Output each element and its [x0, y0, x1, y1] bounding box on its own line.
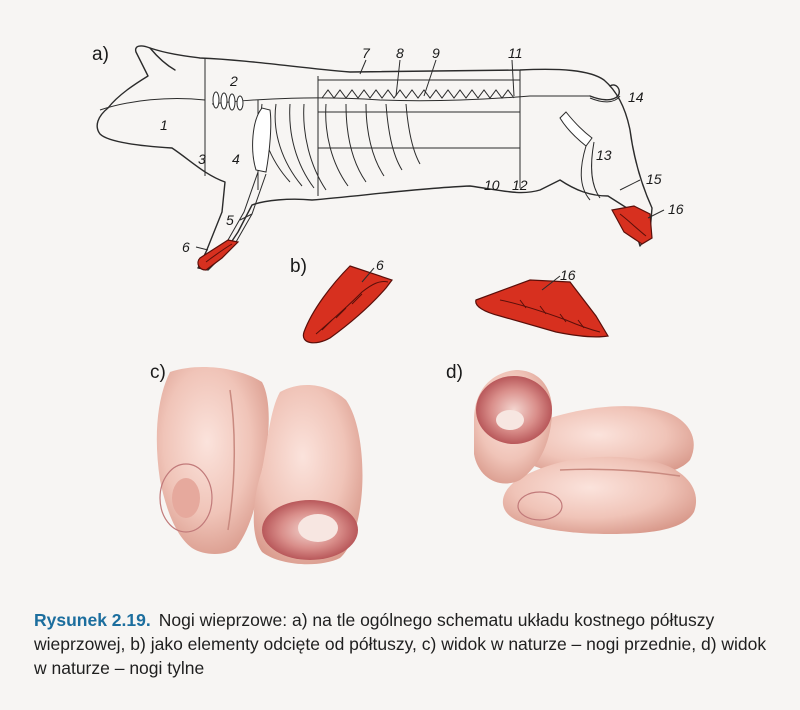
- pig-skeleton-diagram: [96, 45, 653, 271]
- part-number: 4: [232, 151, 240, 167]
- figure-caption: Rysunek 2.19.Nogi wieprzowe: a) na tle o…: [34, 608, 774, 680]
- part-number: 6: [182, 239, 190, 255]
- panel-label-a: a): [92, 44, 109, 65]
- part-number: 13: [596, 147, 612, 163]
- part-number: 10: [484, 177, 500, 193]
- part-number: 2: [229, 73, 238, 89]
- part-number: 9: [432, 45, 440, 61]
- part-number: 14: [628, 89, 644, 105]
- panel-label-d: d): [446, 362, 463, 383]
- part-number: 15: [646, 171, 662, 187]
- part-number: 8: [396, 45, 404, 61]
- hind-trotters-photo: [474, 370, 697, 534]
- part-number: 5: [226, 212, 234, 228]
- part-number: 7: [362, 45, 371, 61]
- panel-label-c: c): [150, 362, 166, 383]
- hind-foot-highlight: [611, 205, 653, 245]
- front-foot-highlight: [197, 239, 240, 271]
- callout-hind-foot: 16: [560, 267, 576, 283]
- ribs: [260, 103, 421, 191]
- part-number: 12: [512, 177, 528, 193]
- part-number: 11: [508, 45, 523, 61]
- cut-front-foot: [302, 265, 393, 344]
- part-number: 16: [668, 201, 684, 217]
- part-number: 3: [198, 151, 206, 167]
- cut-hind-foot: [475, 279, 609, 338]
- caption-text: Nogi wieprzowe: a) na tle ogólnego schem…: [34, 610, 767, 678]
- callout-front-foot: 6: [376, 257, 384, 273]
- part-number-labels: 1 2 3 4 5 6 7 8 9 10 11 12 13 14 15 16: [160, 45, 684, 255]
- part-number: 1: [160, 117, 168, 133]
- vertebrae: [212, 91, 244, 111]
- front-trotters-photo: [156, 367, 363, 565]
- panel-label-b: b): [290, 256, 307, 277]
- figure-number: Rysunek 2.19.: [34, 610, 151, 630]
